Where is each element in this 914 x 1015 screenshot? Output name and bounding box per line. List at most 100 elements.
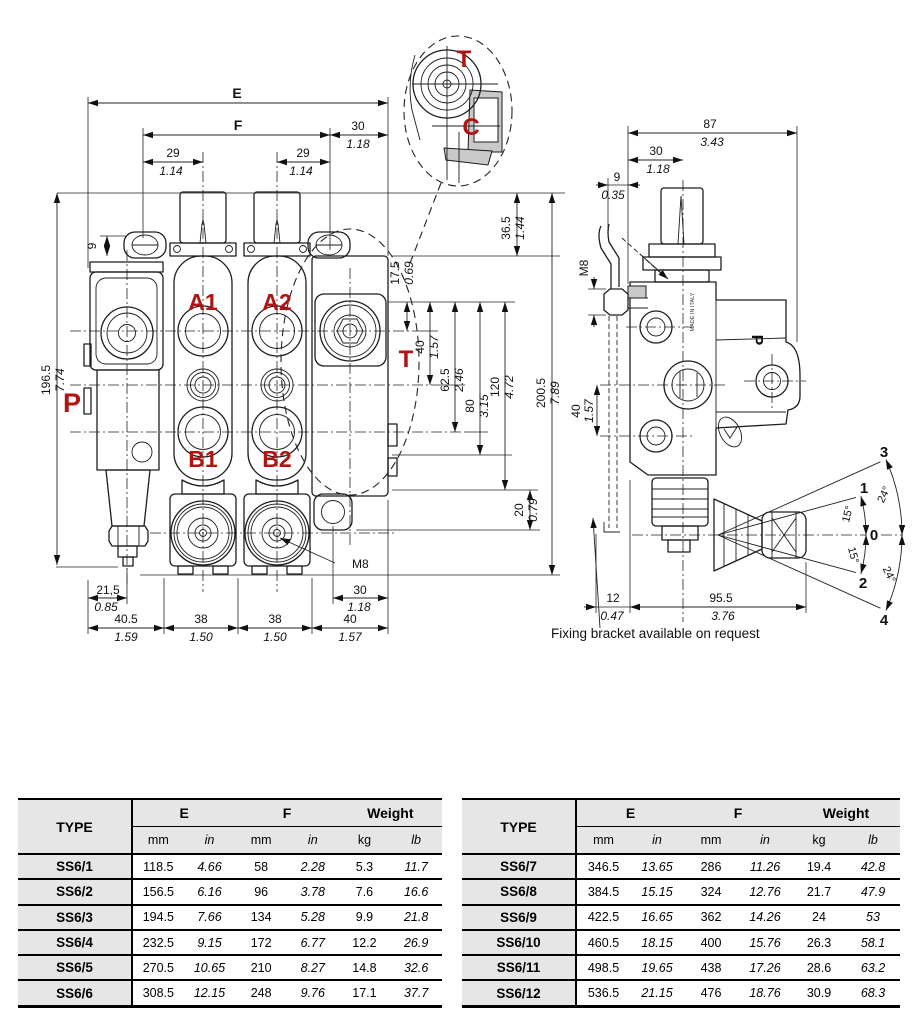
value-cell: 498.5: [576, 954, 630, 981]
position-0-label: 0: [870, 527, 878, 544]
outlet-section: [311, 255, 398, 531]
detail-leader-line: [408, 182, 442, 267]
value-cell: 536.5: [576, 979, 630, 1007]
value-cell: 16.65: [630, 903, 684, 930]
dim-95-in: 3.76: [711, 609, 735, 623]
dim-s9-in: 0.35: [601, 188, 625, 202]
col-header-unit: kg: [792, 826, 846, 855]
inlet-section: [83, 261, 164, 567]
valve-type-cell: SS6/1: [18, 852, 133, 880]
value-cell: 30.9: [792, 979, 846, 1007]
position-2-label: 2: [859, 575, 867, 592]
port-t-label: T: [399, 346, 414, 373]
value-cell: 476: [684, 979, 738, 1007]
detail-bubble: T C: [403, 35, 513, 187]
value-cell: 8.27: [286, 954, 339, 981]
dim-38a-in: 1.50: [189, 630, 213, 644]
value-cell: 24: [792, 903, 846, 930]
dim-F-label: F: [234, 117, 243, 133]
value-cell: 194.5: [132, 903, 184, 930]
dim-20-mm: 20: [512, 503, 526, 517]
valve-type-cell: SS6/3: [18, 903, 133, 930]
port-a1-label: A1: [188, 289, 218, 315]
value-cell: 47.9: [846, 878, 900, 905]
port-p-label: P: [63, 388, 81, 418]
value-cell: 308.5: [132, 979, 184, 1007]
made-in-italy-text: MADE IN ITALY: [690, 292, 696, 331]
value-cell: 6.77: [286, 928, 339, 956]
m8-bolt: [603, 288, 629, 316]
dim-30b-in: 1.18: [347, 600, 371, 614]
value-cell: 37.7: [390, 979, 442, 1007]
value-cell: 19.4: [792, 852, 846, 880]
dim-29l-mm: 29: [166, 146, 180, 160]
dim-E-label: E: [232, 85, 241, 101]
value-cell: 5.3: [338, 852, 391, 880]
value-cell: 15.76: [738, 928, 792, 956]
port-b1-label: B1: [188, 446, 218, 472]
dim-95-mm: 95.5: [709, 591, 733, 605]
col-header-unit: in: [738, 826, 792, 855]
value-cell: 19.65: [630, 954, 684, 981]
dim-s9-mm: 9: [614, 170, 621, 184]
col-header-group: E: [576, 799, 684, 827]
valve-type-cell: SS6/6: [18, 979, 133, 1007]
value-cell: 15.15: [630, 878, 684, 905]
col-header-group: E: [132, 799, 236, 827]
dim-21-in: 0.85: [94, 600, 118, 614]
value-cell: 156.5: [132, 878, 184, 905]
value-cell: 11.26: [738, 852, 792, 880]
dim-12-in: 0.47: [600, 609, 625, 623]
value-cell: 9.9: [338, 903, 391, 930]
value-cell: 6.16: [183, 878, 236, 905]
dim-405-mm: 40.5: [114, 612, 138, 626]
brand-logo: [717, 416, 743, 448]
col-header-unit: mm: [684, 826, 738, 855]
value-cell: 324: [684, 878, 738, 905]
control-knob: [761, 511, 807, 559]
dim-200-in: 7.89: [548, 381, 562, 405]
value-cell: 16.6: [390, 878, 442, 905]
valve-type-cell: SS6/12: [462, 979, 577, 1007]
value-cell: 9.76: [286, 979, 339, 1007]
dim-38b-in: 1.50: [263, 630, 287, 644]
lever-position-fan: 3 1 0 2 4 15° 24° 15° 24°: [717, 444, 906, 629]
col-header-unit: mm: [576, 826, 630, 855]
valve-type-cell: SS6/11: [462, 954, 577, 981]
dim-196-mm: 196.5: [39, 365, 53, 395]
value-cell: 17.1: [338, 979, 391, 1007]
side-port-p-label: P: [748, 335, 765, 346]
technical-drawing: E F 30 1.18 29 1.14 29 1.14 9 196.5 7.74…: [39, 35, 906, 644]
dim-29r-mm: 29: [296, 146, 310, 160]
dim-38a-mm: 38: [194, 612, 208, 626]
value-cell: 11.7: [390, 852, 442, 880]
angle-15-bottom-label: 15°: [845, 546, 861, 565]
value-cell: 26.3: [792, 928, 846, 956]
value-cell: 21.7: [792, 878, 846, 905]
value-cell: 7.6: [338, 878, 391, 905]
col-header-unit: mm: [132, 826, 184, 855]
value-cell: 172: [235, 928, 287, 956]
col-header-unit: in: [286, 826, 339, 855]
angle-15-top-label: 15°: [840, 505, 856, 524]
value-cell: 5.28: [286, 903, 339, 930]
dim-40b-mm: 40: [343, 612, 357, 626]
dim-80-in: 3.15: [477, 394, 491, 418]
value-cell: 118.5: [132, 852, 184, 880]
dim-87-in: 3.43: [700, 135, 724, 149]
dim-s30-mm: 30: [649, 144, 663, 158]
value-cell: 53: [846, 903, 900, 930]
value-cell: 286: [684, 852, 738, 880]
dim-21-mm: 21,5: [96, 583, 120, 597]
value-cell: 362: [684, 903, 738, 930]
col-header-type: TYPE: [18, 799, 133, 855]
